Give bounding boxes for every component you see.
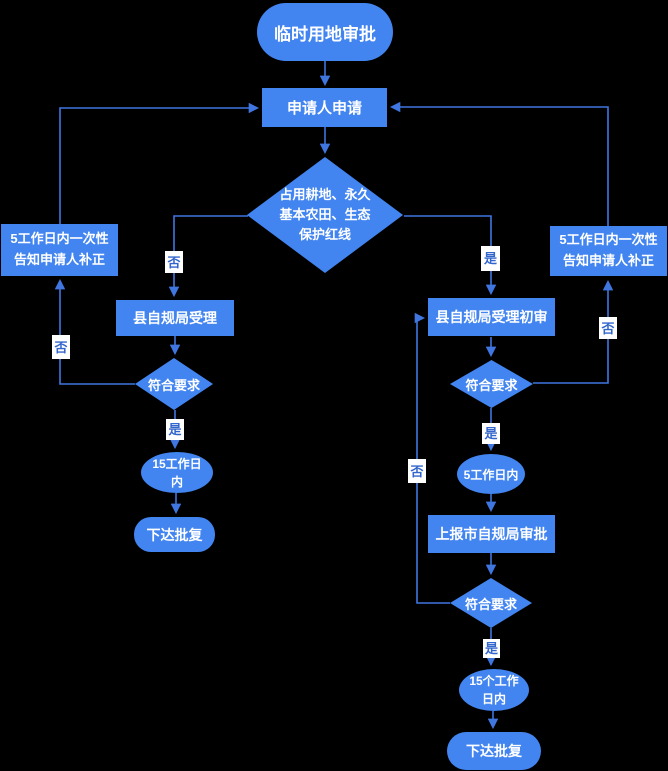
issue-approval-left-label: 下达批复 <box>146 526 203 543</box>
issue-approval-right-node: 下达批复 <box>447 732 541 770</box>
county-accept-node: 县自规局受理 <box>116 300 234 336</box>
days15-left-label: 15工作日 内 <box>152 456 202 489</box>
edge-label-yes-main-right: 是 <box>481 246 500 271</box>
start-node-label: 临时用地审批 <box>274 24 376 44</box>
county-preliminary-review-node: 县自规局受理初审 <box>428 298 555 336</box>
notify-correction-left-node: 5工作日内一次性 告知申请人补正 <box>1 224 118 276</box>
connector-check-right1-notify-right <box>533 279 614 384</box>
connector-notify-right-apply <box>389 101 609 226</box>
connector-decision-county-preliminary <box>404 215 497 296</box>
days15-right-label: 15个工作 日内 <box>469 674 519 706</box>
applicant-apply-label: 申请人申请 <box>286 100 362 117</box>
notify-correction-right-label: 5工作日内一次性 告知申请人补正 <box>559 232 658 268</box>
edge-label-no-check-right2: 否 <box>408 459 426 483</box>
days15-right-node: 15个工作 日内 <box>459 669 529 711</box>
start-node: 临时用地审批 <box>257 3 393 61</box>
connector-decision-county-accept <box>168 215 248 298</box>
county-accept-label: 县自规局受理 <box>133 310 217 326</box>
issue-approval-right-label: 下达批复 <box>466 743 522 759</box>
land-occupation-decision-label: 占用耕地、永久 基本农田、生态 保护红线 <box>279 186 371 243</box>
edge-label-yes-check-right1: 是 <box>482 423 500 444</box>
days15-left-node: 15工作日 内 <box>141 452 213 493</box>
days5-right-label: 5工作日内 <box>463 467 519 482</box>
applicant-apply-node: 申请人申请 <box>262 88 387 127</box>
connector-notify-left-apply <box>59 102 260 224</box>
report-city-bureau-node: 上报市自规局审批 <box>428 515 555 553</box>
days5-right-node: 5工作日内 <box>457 454 525 494</box>
edge-label-yes-check-left: 是 <box>166 419 184 440</box>
edge-label-no-main-left: 否 <box>165 251 183 273</box>
check-requirements-right1-label: 符合要求 <box>465 377 518 393</box>
county-preliminary-review-label: 县自规局受理初审 <box>435 309 548 325</box>
edge-label-no-check-left: 否 <box>52 335 70 359</box>
report-city-bureau-label: 上报市自规局审批 <box>435 526 548 542</box>
check-requirements-right2-label: 符合要求 <box>464 596 517 612</box>
edge-label-no-check-right1: 否 <box>599 317 617 339</box>
issue-approval-left-node: 下达批复 <box>134 517 215 552</box>
edge-label-yes-check-right2: 是 <box>483 639 500 658</box>
check-requirements-left-label: 符合要求 <box>147 377 200 393</box>
connector-check-left-notify-left <box>54 278 135 385</box>
notify-correction-right-node: 5工作日内一次性 告知申请人补正 <box>550 226 667 276</box>
notify-correction-left-label: 5工作日内一次性 告知申请人补正 <box>10 231 109 267</box>
